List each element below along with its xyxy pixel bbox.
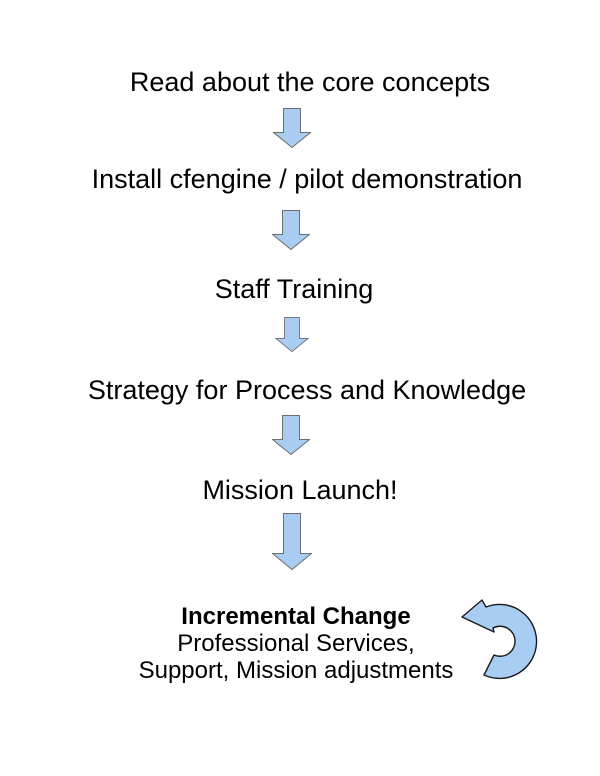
down-arrow-icon xyxy=(272,415,310,455)
step-label-install-cfengine: Install cfengine / pilot demonstration xyxy=(91,164,523,194)
down-arrow-icon xyxy=(272,210,310,250)
step-label-read-core-concepts: Read about the core concepts xyxy=(129,67,491,97)
step-label-staff-training: Staff Training xyxy=(214,274,374,304)
counterclockwise-loop-arrow-icon xyxy=(461,599,538,680)
down-arrow-icon xyxy=(273,108,311,148)
down-arrow-icon xyxy=(272,513,312,570)
step-label-mission-launch: Mission Launch! xyxy=(202,475,398,505)
final-step-title: Incremental Change xyxy=(181,603,411,630)
final-step-line: Professional Services, xyxy=(177,630,415,657)
final-step-line: Support, Mission adjustments xyxy=(138,657,454,684)
step-label-strategy: Strategy for Process and Knowledge xyxy=(87,375,527,405)
final-step-block: Incremental Change Professional Services… xyxy=(139,603,454,684)
down-arrow-icon xyxy=(274,317,310,352)
